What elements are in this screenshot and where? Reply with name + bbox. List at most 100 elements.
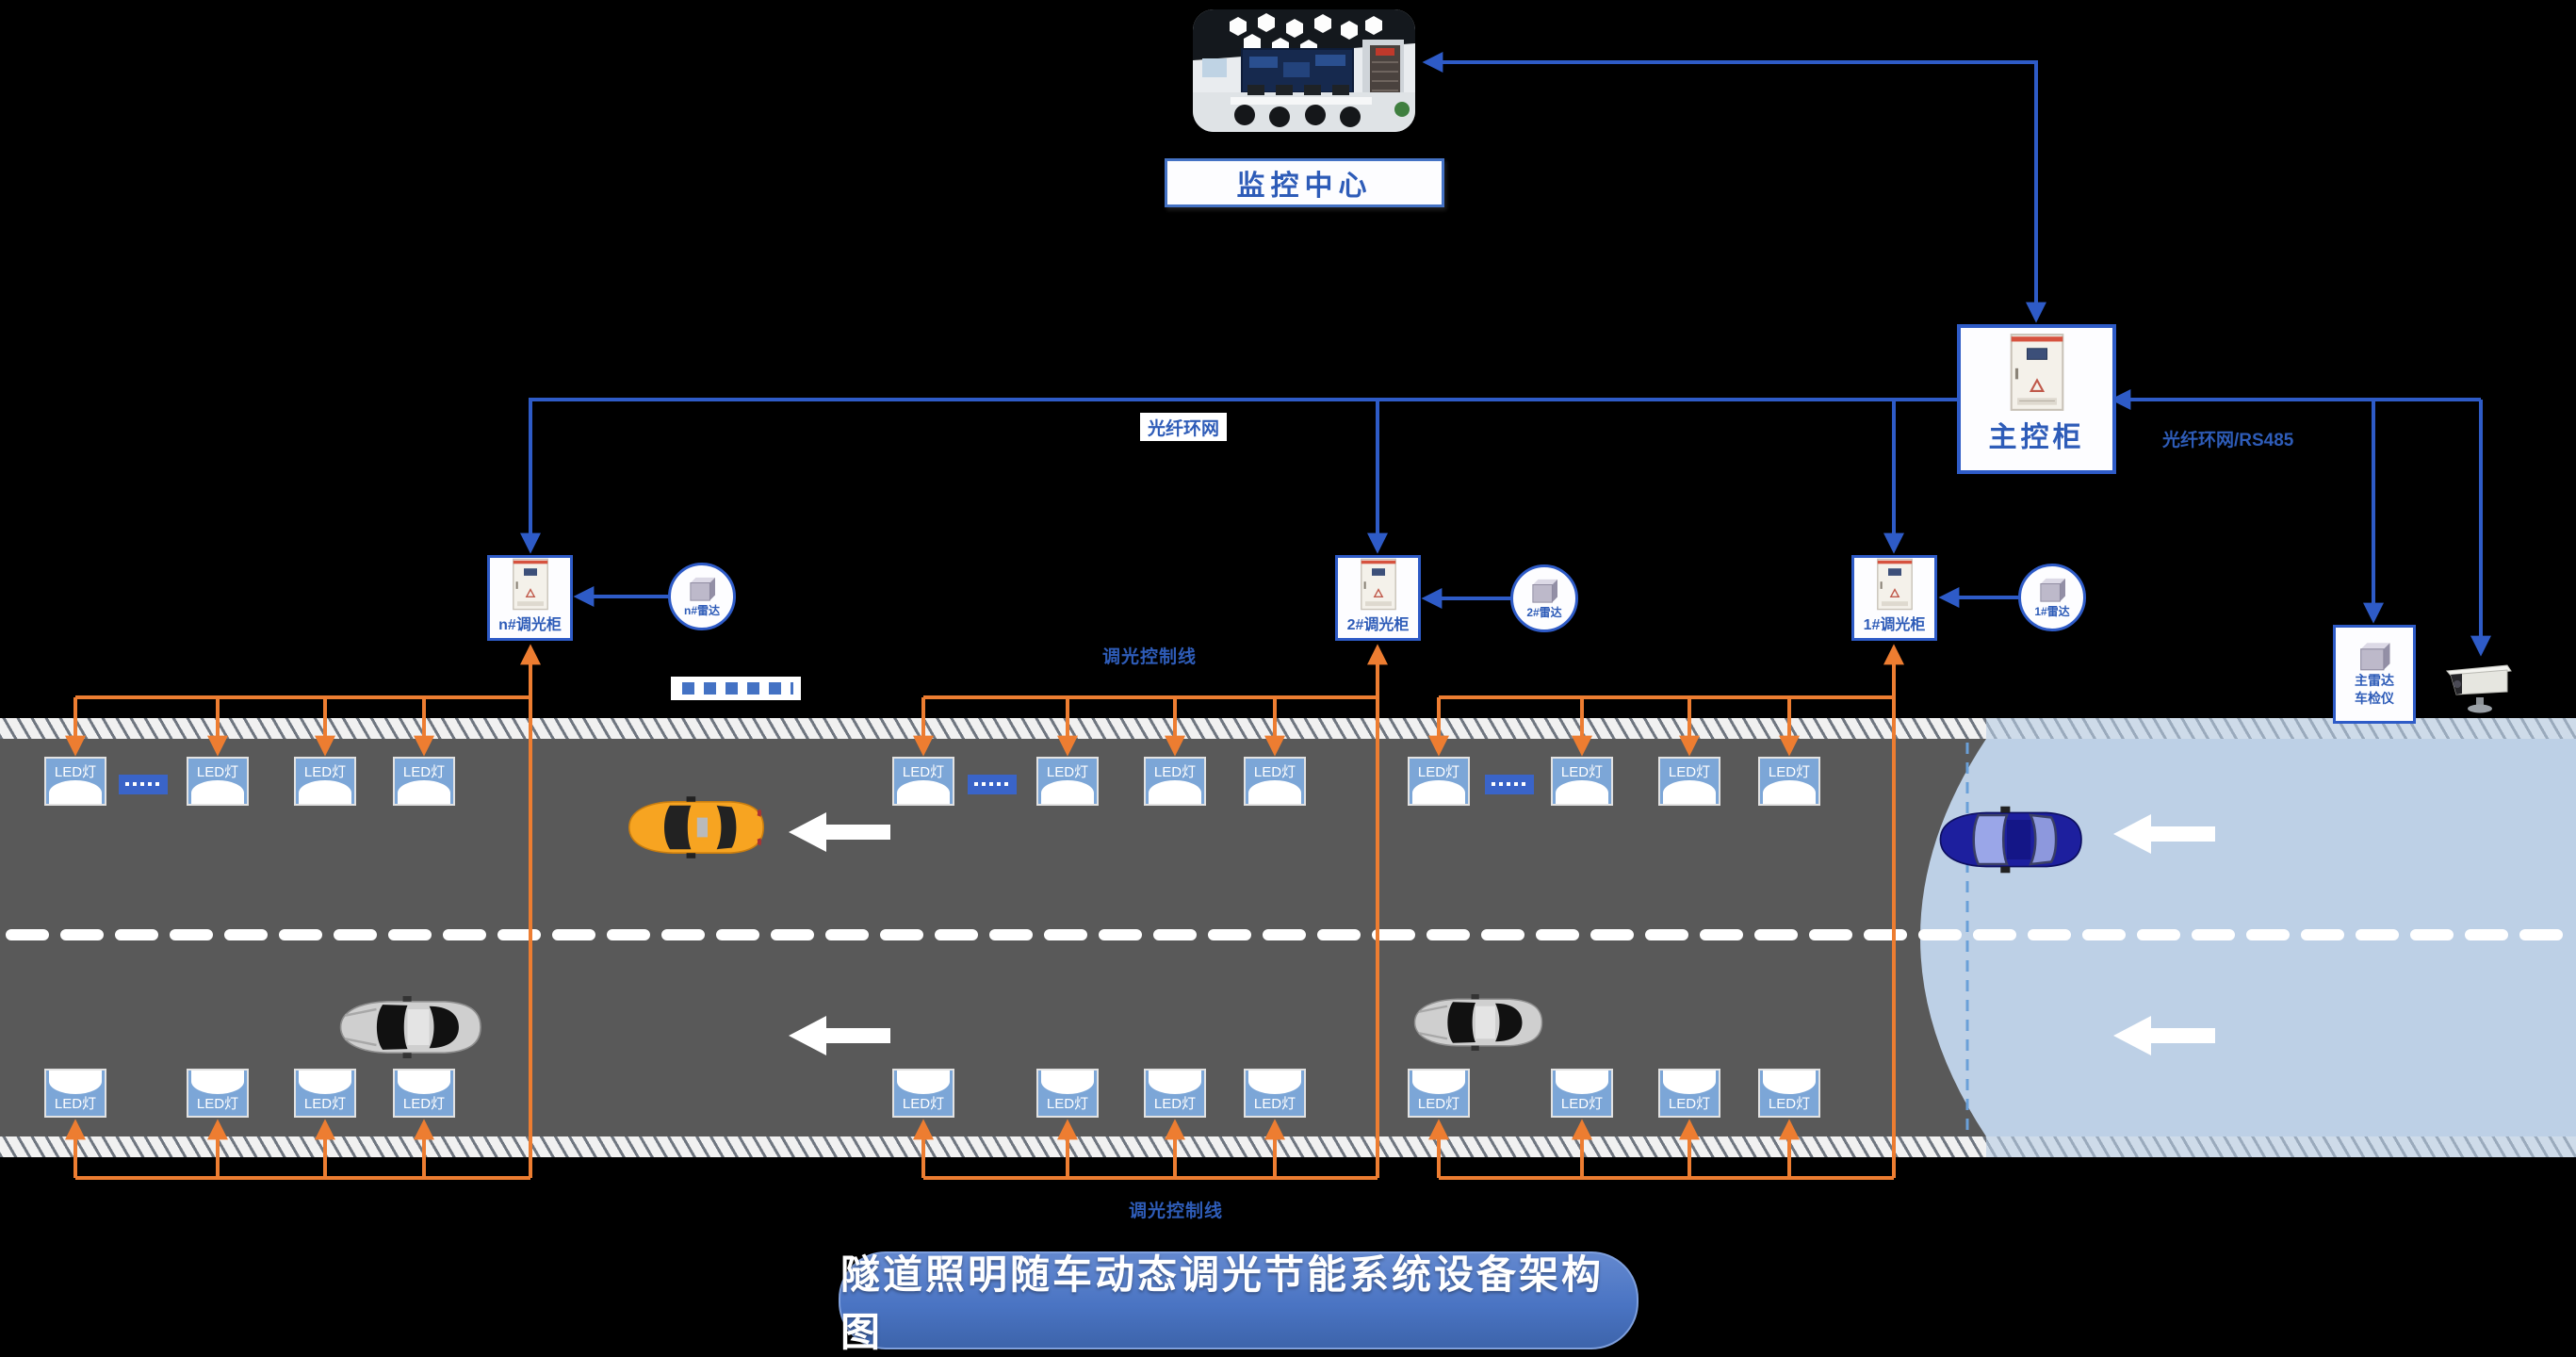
led-dome xyxy=(1149,780,1201,804)
led-dome xyxy=(398,1071,450,1094)
led-dome xyxy=(1556,780,1608,804)
led-light: LED灯 xyxy=(1408,757,1470,806)
radar-device-icon xyxy=(690,577,715,601)
led-label: LED灯 xyxy=(1668,1096,1711,1112)
led-light: LED灯 xyxy=(1408,1069,1470,1118)
led-light: LED灯 xyxy=(1036,1069,1099,1118)
led-light: LED灯 xyxy=(1036,757,1099,806)
led-label: LED灯 xyxy=(54,1096,97,1112)
continuation-dots-icon xyxy=(1485,775,1534,794)
led-dome xyxy=(1663,1071,1716,1094)
cabinet-icon xyxy=(2010,334,2063,411)
led-label: LED灯 xyxy=(1153,1096,1197,1112)
camera-icon xyxy=(2445,664,2512,713)
dimming-cabinet-1: 1#调光柜 xyxy=(1851,555,1937,641)
led-light: LED灯 xyxy=(44,757,106,806)
led-light: LED灯 xyxy=(1244,1069,1306,1118)
led-dome xyxy=(1663,780,1716,804)
led-dome xyxy=(299,780,351,804)
tunnel-wall-bottom xyxy=(0,1136,2576,1157)
led-dome xyxy=(191,780,244,804)
led-light: LED灯 xyxy=(1658,757,1720,806)
led-dome xyxy=(1763,780,1816,804)
led-dome xyxy=(1041,780,1094,804)
led-dome xyxy=(299,1071,351,1094)
led-dome xyxy=(49,1071,102,1094)
led-light: LED灯 xyxy=(187,757,249,806)
led-label: LED灯 xyxy=(54,764,97,780)
led-light: LED灯 xyxy=(1758,757,1820,806)
monitoring-center-label: 监控中心 xyxy=(1236,171,1373,202)
continuation-dots-icon xyxy=(968,775,1017,794)
led-light: LED灯 xyxy=(393,1069,455,1118)
led-dome xyxy=(1556,1071,1608,1094)
vehicle-detector-label: 车检仪 xyxy=(2355,691,2394,706)
led-dome xyxy=(1149,1071,1201,1094)
led-label: LED灯 xyxy=(1768,764,1811,780)
led-light: LED灯 xyxy=(294,757,356,806)
radar-node-1: 1#雷达 xyxy=(2018,564,2086,631)
led-light: LED灯 xyxy=(1551,1069,1613,1118)
led-light: LED灯 xyxy=(892,1069,954,1118)
led-dome xyxy=(49,780,102,804)
continuation-dots-icon xyxy=(671,677,801,700)
fiber-ring-label: 光纤环网 xyxy=(1140,413,1227,441)
radar-device-icon xyxy=(2040,578,2065,602)
monitoring-center-link-line xyxy=(1422,52,2046,323)
led-label: LED灯 xyxy=(1768,1096,1811,1112)
led-label: LED灯 xyxy=(1417,1096,1460,1112)
led-light: LED灯 xyxy=(892,757,954,806)
led-label: LED灯 xyxy=(402,764,446,780)
cabinet-icon xyxy=(1360,558,1396,611)
led-label: LED灯 xyxy=(1560,764,1604,780)
led-dome xyxy=(1248,1071,1301,1094)
dimming-cabinet-label: n#调光柜 xyxy=(498,617,562,633)
led-label: LED灯 xyxy=(902,1096,945,1112)
tunnel-wall-top xyxy=(0,718,2576,739)
dimming-cabinet-2: 2#调光柜 xyxy=(1335,555,1421,641)
monitoring-room-image xyxy=(1193,9,1415,132)
led-label: LED灯 xyxy=(1153,764,1197,780)
led-light: LED灯 xyxy=(1758,1069,1820,1118)
radar-label: 2#雷达 xyxy=(1526,605,1562,619)
dimming-cabinet-label: 1#调光柜 xyxy=(1863,617,1926,633)
led-dome xyxy=(191,1071,244,1094)
led-label: LED灯 xyxy=(1417,764,1460,780)
led-dome xyxy=(398,780,450,804)
led-label: LED灯 xyxy=(196,1096,239,1112)
fiber-ring-rs485-label: 光纤环网/RS485 xyxy=(2162,431,2294,450)
led-dome xyxy=(1041,1071,1094,1094)
continuation-dots-icon xyxy=(119,775,168,794)
fiber-ring-line xyxy=(520,398,1957,554)
led-label: LED灯 xyxy=(303,764,347,780)
cabinet-icon xyxy=(1876,558,1913,611)
led-dome xyxy=(897,1071,950,1094)
led-label: LED灯 xyxy=(402,1096,446,1112)
led-light: LED灯 xyxy=(1658,1069,1720,1118)
main-cabinet-label: 主控柜 xyxy=(1988,422,2085,453)
led-dome xyxy=(1412,1071,1465,1094)
dimming-cabinet-n: n#调光柜 xyxy=(487,555,573,641)
led-light: LED灯 xyxy=(294,1069,356,1118)
led-label: LED灯 xyxy=(1253,764,1296,780)
led-light: LED灯 xyxy=(1244,757,1306,806)
led-light: LED灯 xyxy=(1551,757,1613,806)
monitoring-center-label-box: 监控中心 xyxy=(1165,158,1444,207)
radar-label: 1#雷达 xyxy=(2034,604,2070,618)
diagram-title: 隧道照明随车动态调光节能系统设备架构图 xyxy=(840,1252,1605,1354)
led-label: LED灯 xyxy=(1668,764,1711,780)
led-light: LED灯 xyxy=(1144,757,1206,806)
main-radar-detector-node: 主雷达 车检仪 xyxy=(2333,625,2416,724)
led-label: LED灯 xyxy=(1560,1096,1604,1112)
radar-node-n: n#雷达 xyxy=(668,563,736,630)
main-control-cabinet-node: 主控柜 xyxy=(1957,324,2116,474)
led-light: LED灯 xyxy=(187,1069,249,1118)
radar-device-icon xyxy=(2360,643,2390,671)
led-dome xyxy=(1412,780,1465,804)
dimming-control-line-label-bottom: 调光控制线 xyxy=(1129,1202,1224,1221)
cabinet-icon xyxy=(512,558,548,611)
main-radar-label: 主雷达 xyxy=(2355,673,2394,688)
radar-node-2: 2#雷达 xyxy=(1510,564,1578,632)
dimming-control-line-label-top: 调光控制线 xyxy=(1102,647,1198,667)
